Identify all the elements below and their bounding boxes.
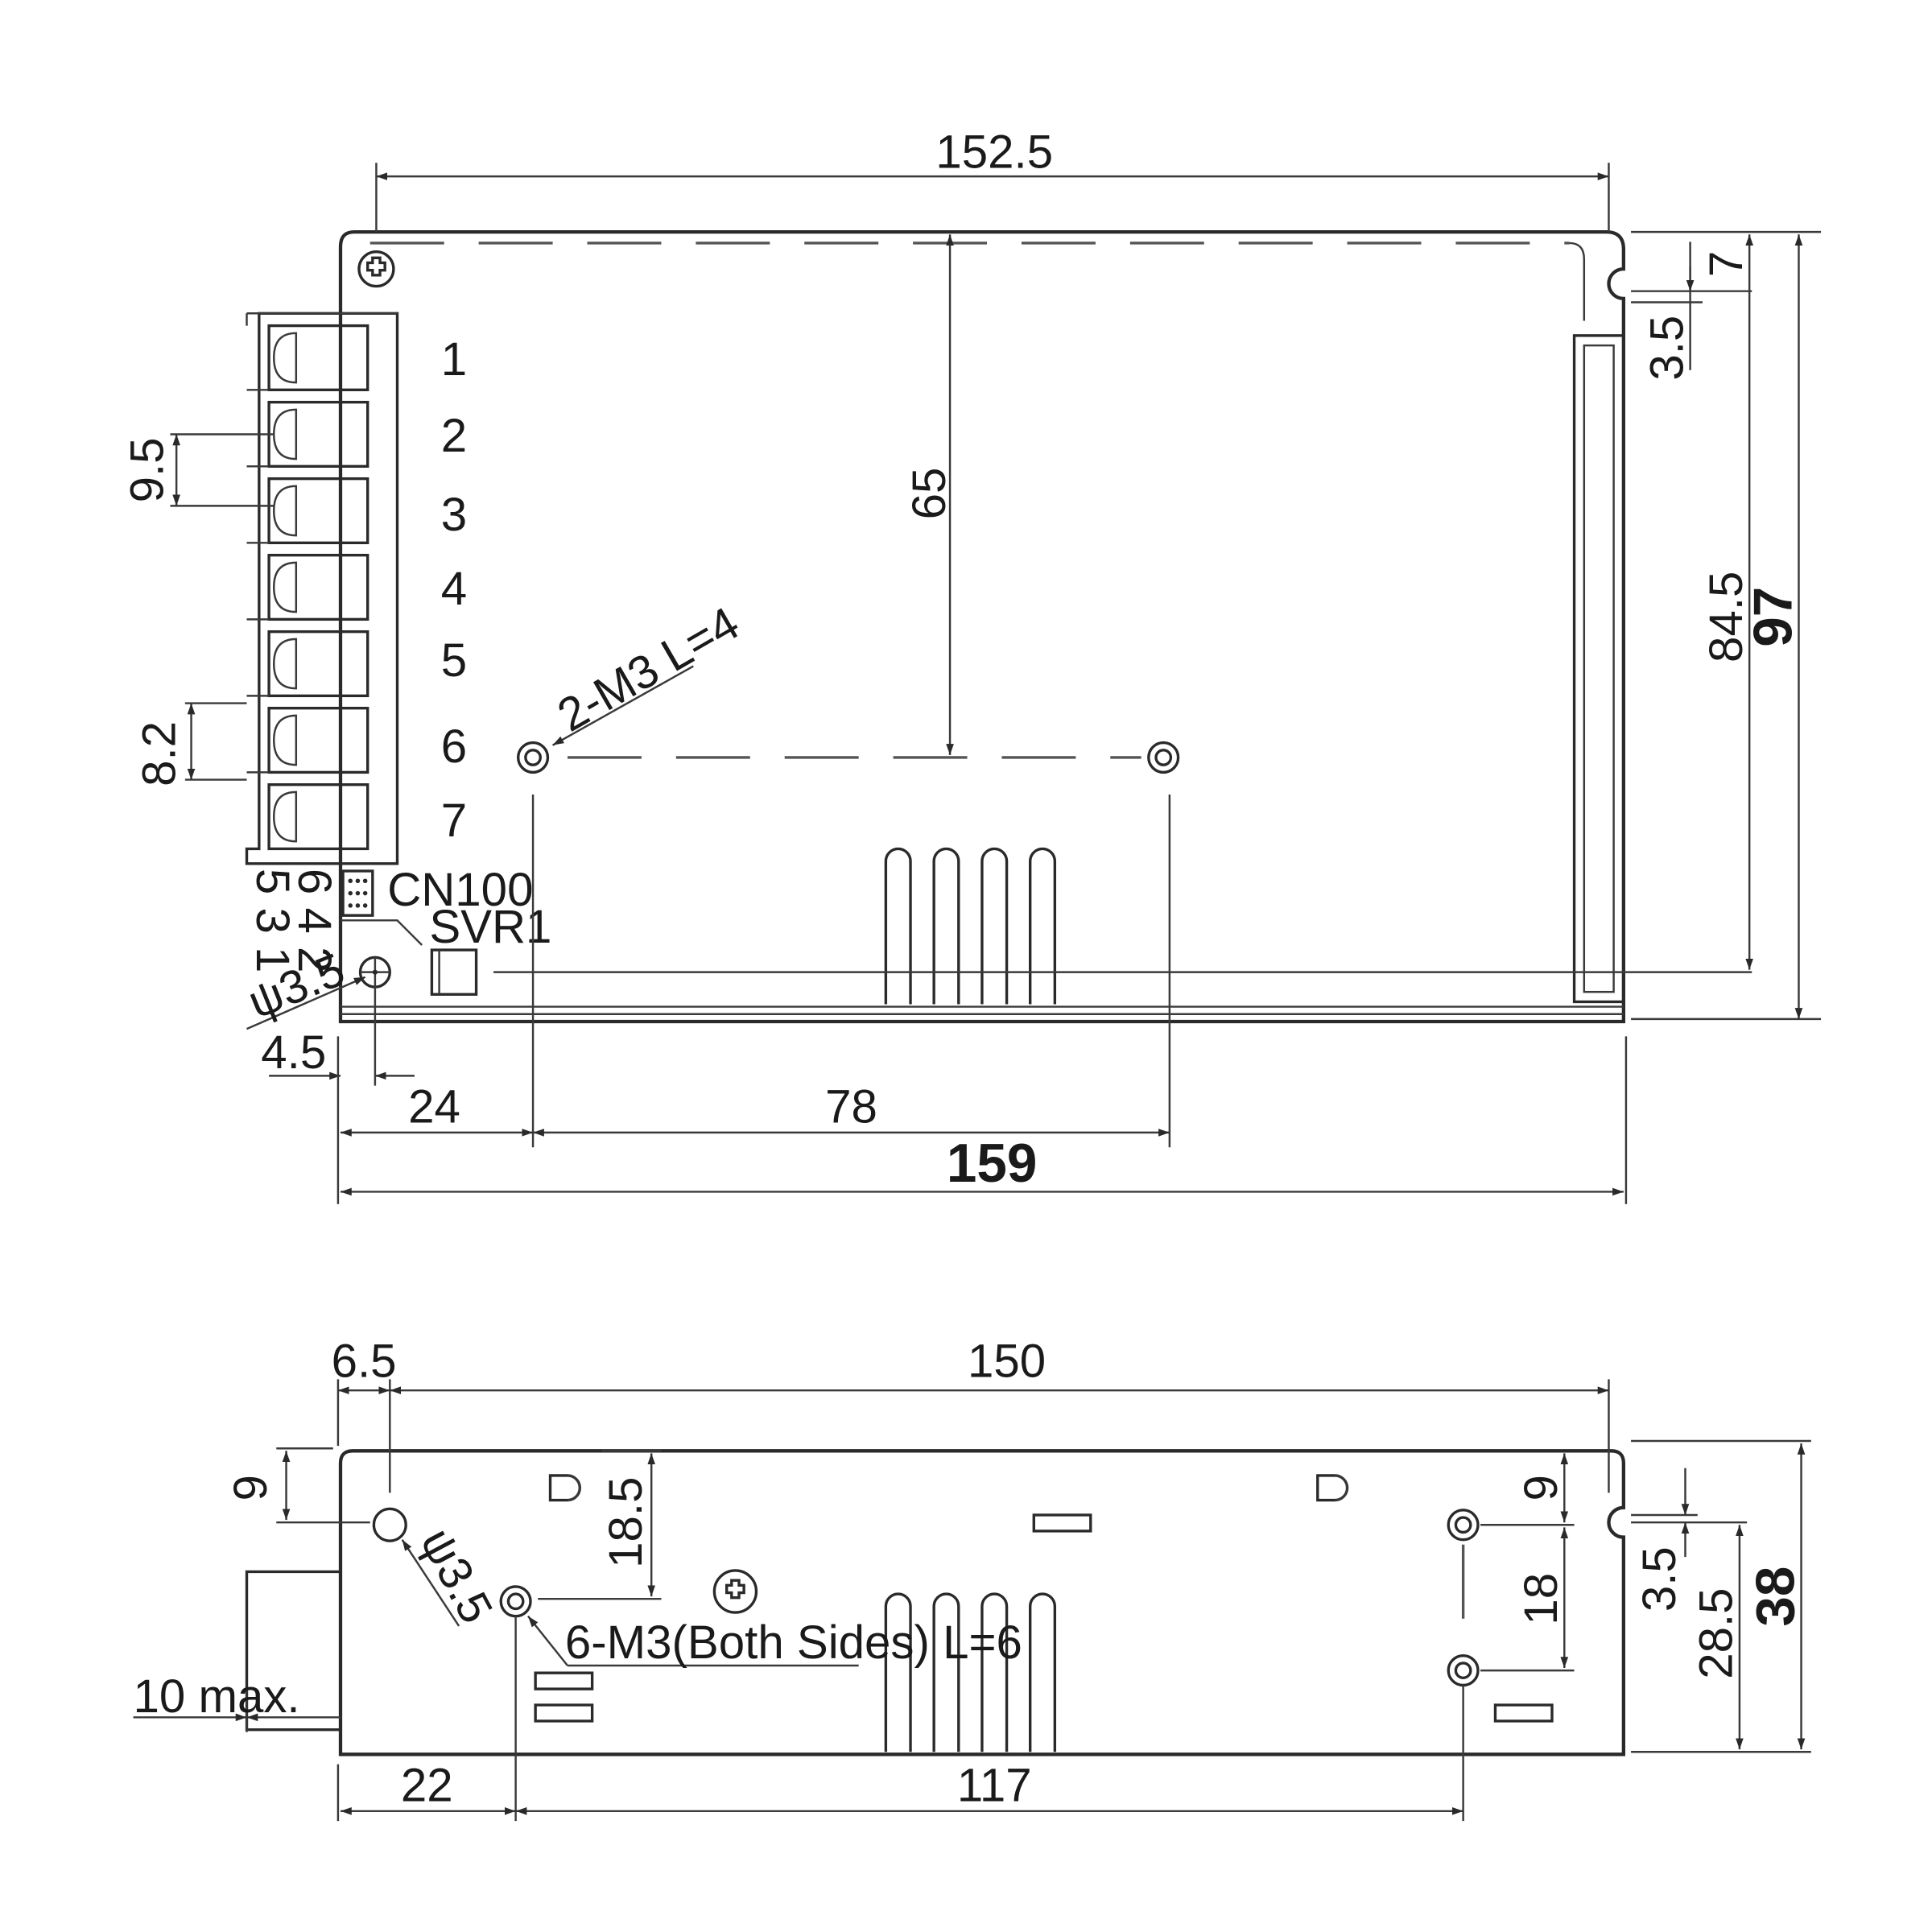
dim-117: 117 [957, 1760, 1032, 1812]
side-terminal-block [245, 1570, 341, 1732]
dim-8-2: 8.2 [134, 721, 186, 786]
dim-22: 22 [401, 1760, 453, 1812]
right-heatsink-bar [1572, 334, 1625, 1004]
terminal-number: 6 [441, 720, 467, 773]
dim-18-5: 18.5 [600, 1477, 652, 1568]
bottom-left-hole [358, 956, 391, 989]
side-slot [534, 1671, 594, 1690]
dim-9-5: 9.5 [121, 437, 173, 502]
dim-10-max: 10 max. [134, 1670, 300, 1723]
svr1-label: SVR1 [429, 901, 551, 953]
center-fins [884, 847, 1057, 1005]
connector-pins-bottom: 5 3 1 [246, 869, 299, 973]
side-slot [534, 1703, 594, 1723]
dim-78: 78 [825, 1081, 877, 1133]
dim-84-5: 84.5 [1700, 572, 1752, 663]
dim-left-9: 9 [225, 1475, 277, 1501]
dim-159: 159 [947, 1133, 1038, 1194]
terminal-number: 3 [441, 489, 467, 541]
dim-right-7: 7 [1700, 251, 1752, 277]
terminal-number: 5 [441, 634, 467, 687]
dim-side-right-3-5: 3.5 [1633, 1546, 1686, 1612]
connector-pins-top: 6 4 2 [288, 869, 341, 973]
terminal-number: 4 [441, 563, 467, 615]
dim-right-9: 9 [1515, 1475, 1567, 1501]
dim-right-18: 18 [1515, 1573, 1567, 1625]
dim-right-3-5: 3.5 [1641, 316, 1693, 381]
side-slot [1493, 1703, 1554, 1723]
side-m3-screw-right-top [1447, 1509, 1480, 1542]
dim-28-5: 28.5 [1690, 1587, 1743, 1678]
screw-label-side: 6-M3(Both Sides) L=6 [565, 1616, 1022, 1669]
m3-screw-right [1147, 741, 1180, 774]
m3-screw-left [516, 741, 550, 774]
top-left-screw [357, 250, 395, 288]
side-center-screw [712, 1569, 758, 1614]
top-view-body [338, 229, 1626, 1024]
terminal-block [245, 312, 399, 865]
cn100-connector [341, 869, 374, 917]
terminal-number: 2 [441, 410, 467, 462]
side-hole [372, 1507, 407, 1542]
dim-65: 65 [903, 468, 956, 520]
side-fins [884, 1592, 1057, 1752]
cn100-label: CN100 [387, 864, 533, 916]
side-slot [1032, 1513, 1092, 1533]
dim-97: 97 [1743, 587, 1803, 647]
terminal-number: 1 [441, 333, 467, 386]
svr1-potentiometer [430, 948, 478, 996]
dim-152-5: 152.5 [935, 126, 1053, 178]
top-view: 1 2 3 4 5 6 7 CN100 6 4 2 5 3 1 SVR1 [245, 229, 1752, 1148]
dim-150: 150 [968, 1335, 1046, 1387]
dim-4-5: 4.5 [261, 1026, 326, 1079]
dim-24: 24 [408, 1081, 460, 1133]
dim-6-5: 6.5 [332, 1335, 397, 1387]
side-view-dimensions: 6.5 150 9 ψ3.5 18.5 9 18 3.5 28.5 38 [133, 1335, 1811, 1822]
terminal-number: 7 [441, 795, 467, 847]
dim-38: 38 [1745, 1567, 1806, 1627]
side-view [245, 1449, 1626, 1757]
terminal-slots [267, 324, 369, 851]
